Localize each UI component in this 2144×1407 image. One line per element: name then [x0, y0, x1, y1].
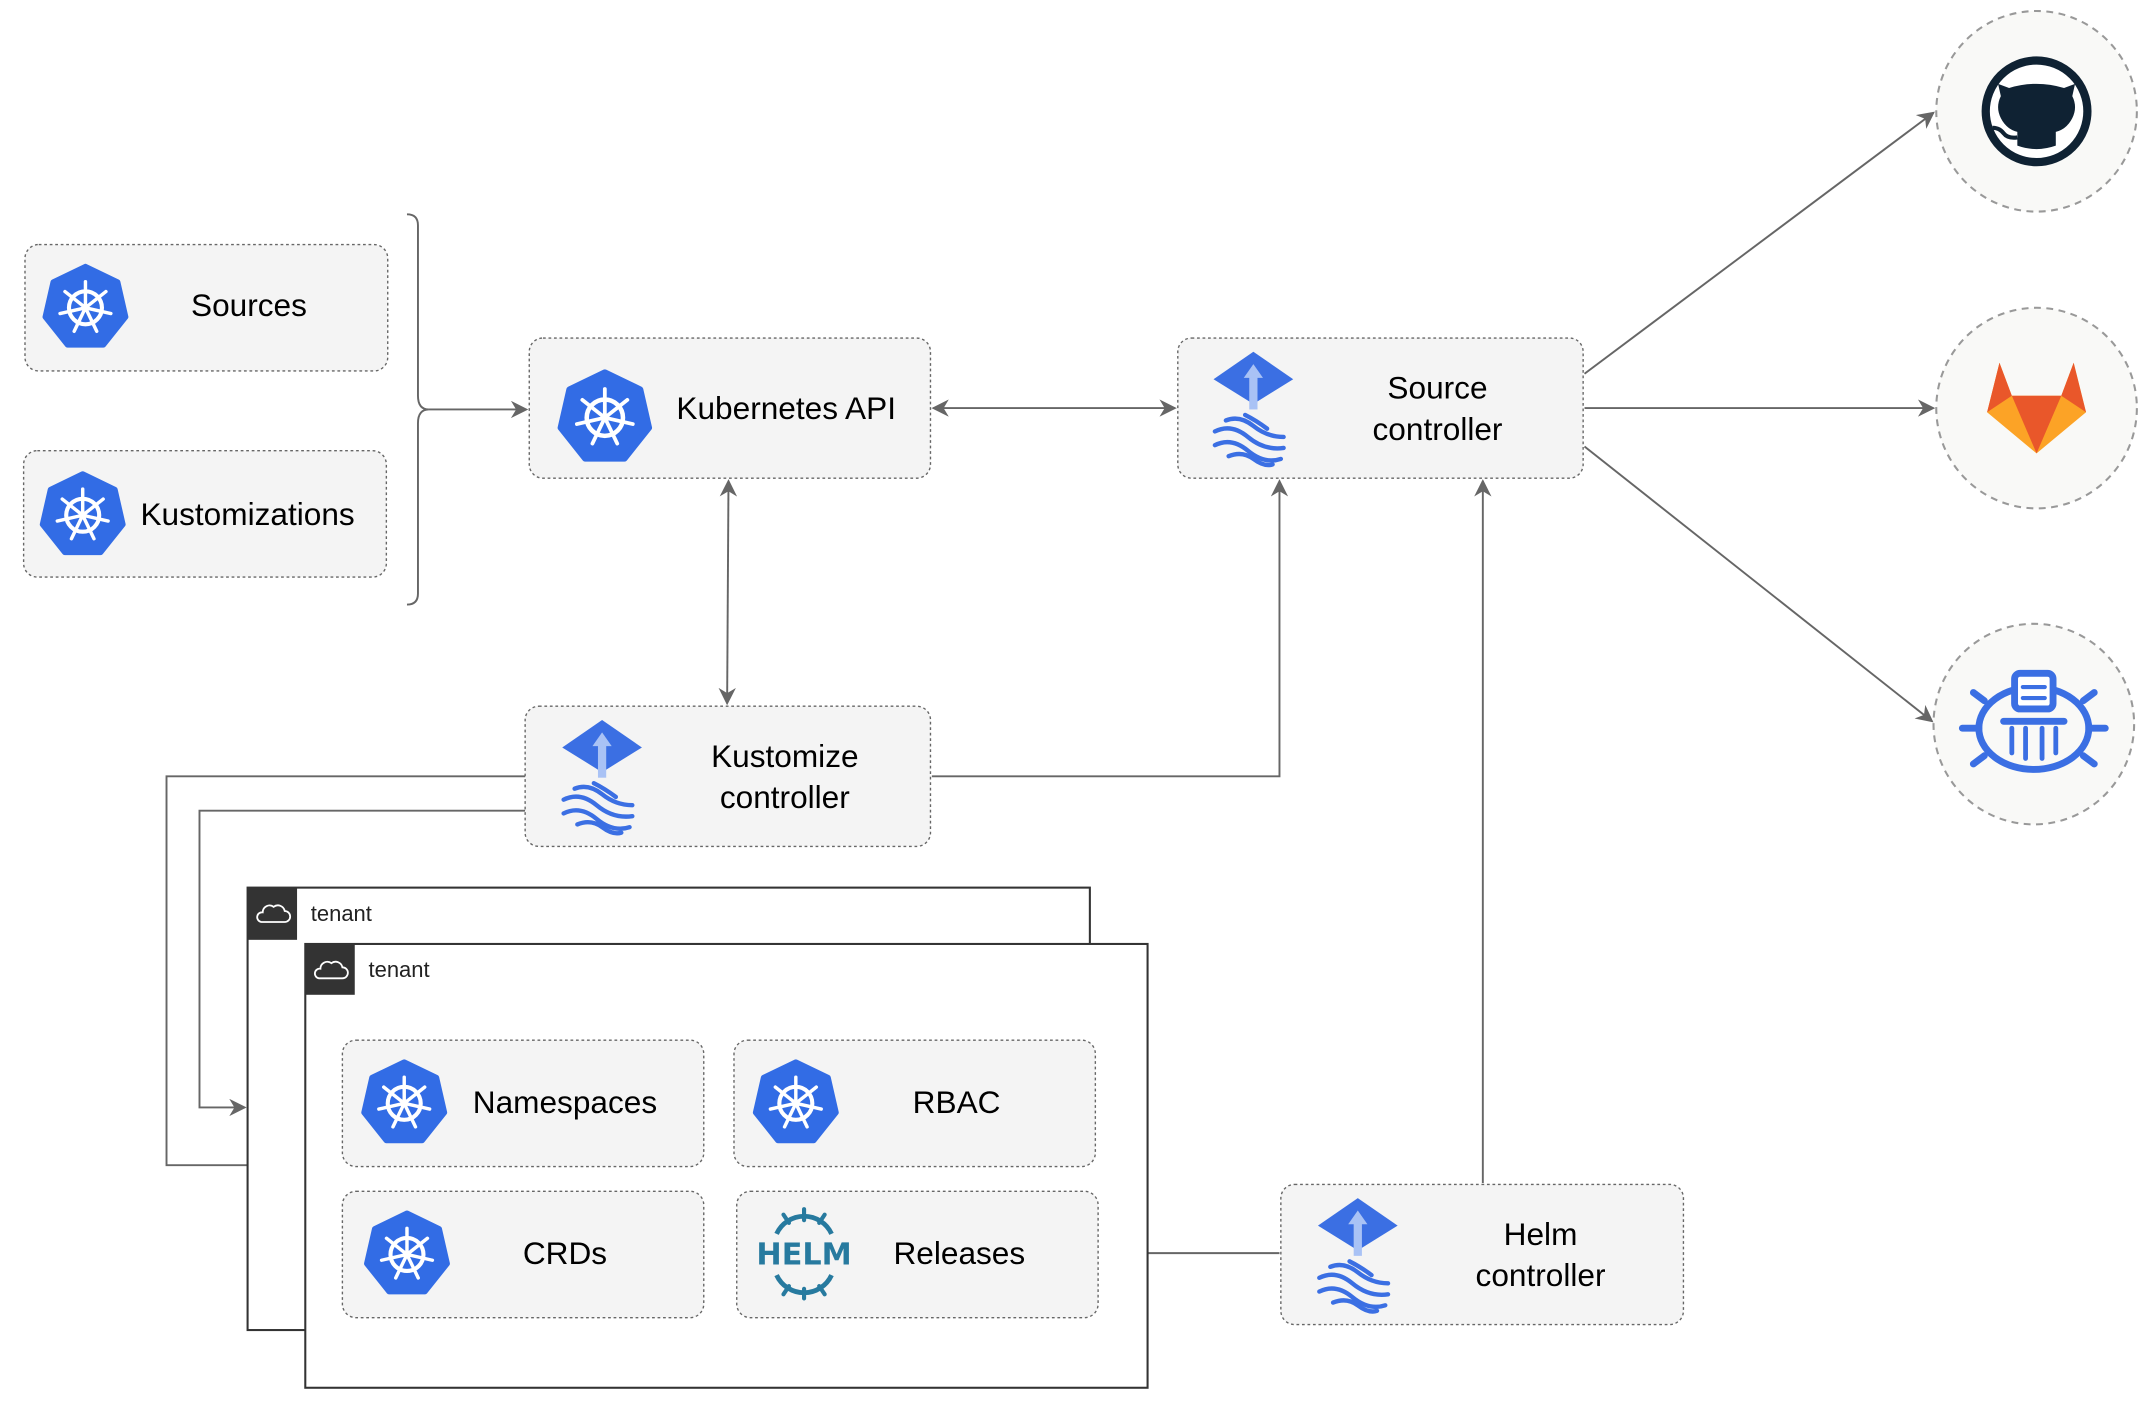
kustomizations-node[interactable]: Kustomizations	[22, 449, 388, 578]
brace	[406, 213, 430, 606]
crds-node[interactable]: CRDs	[341, 1190, 705, 1319]
tenant-label: tenant	[311, 901, 372, 926]
releases-label: Releases	[893, 1235, 1025, 1271]
github-node[interactable]	[1935, 9, 2138, 213]
tenant-label: tenant	[369, 957, 430, 982]
helm-controller-node[interactable]: Helm controller	[1280, 1183, 1685, 1326]
kustomize-controller-label-line1: Kustomize	[711, 738, 858, 774]
kustomize-controller-label-line2: controller	[720, 779, 850, 815]
helm-controller-label-line1: Helm	[1504, 1216, 1578, 1252]
edge-api-kustomize-controller	[718, 479, 738, 706]
edge-source-to-github	[1583, 111, 1935, 375]
namespaces-node[interactable]: Namespaces	[341, 1039, 705, 1168]
gitlab-node[interactable]	[1935, 306, 2138, 510]
helm-controller-label-line2: controller	[1476, 1257, 1606, 1293]
kubernetes-icon	[367, 1213, 447, 1291]
source-controller-label-line2: controller	[1373, 411, 1503, 447]
edge-source-to-bucket	[1583, 445, 1934, 723]
bucket-icon	[1958, 669, 2109, 773]
github-icon	[1981, 56, 2092, 167]
namespaces-label: Namespaces	[473, 1084, 657, 1120]
kubernetes-api-node[interactable]: Kubernetes API	[528, 337, 932, 479]
kubernetes-icon	[756, 1062, 836, 1140]
gitlab-icon	[1987, 362, 2087, 454]
kubernetes-icon	[364, 1062, 444, 1140]
edge-kustomize-to-tenant-front	[165, 775, 526, 1174]
kubernetes-icon	[561, 372, 649, 458]
cloud-icon	[313, 960, 349, 980]
kubernetes-api-label: Kubernetes API	[676, 390, 896, 426]
edge-kustomize-to-source	[931, 479, 1289, 778]
releases-node[interactable]: HELM Releases	[736, 1190, 1099, 1319]
source-controller-label-line1: Source	[1387, 370, 1487, 406]
kubernetes-icon	[43, 474, 123, 552]
rbac-node[interactable]: RBAC	[733, 1039, 1097, 1168]
kustomizations-label: Kustomizations	[140, 496, 354, 532]
kustomize-controller-node[interactable]: Kustomize controller	[524, 705, 932, 848]
sources-node[interactable]: Sources	[24, 243, 389, 372]
kubernetes-icon	[45, 267, 125, 345]
rbac-label: RBAC	[913, 1084, 1001, 1120]
source-controller-node[interactable]: Source controller	[1177, 337, 1584, 479]
cloud-icon	[256, 904, 291, 923]
edge-kustomize-to-tenant-back	[198, 809, 526, 1117]
crds-label: CRDs	[523, 1235, 607, 1271]
bucket-node[interactable]	[1932, 622, 2136, 826]
sources-label: Sources	[191, 287, 307, 323]
helm-logo-text: HELM	[756, 1237, 851, 1272]
helm-icon: HELM	[756, 1207, 852, 1301]
